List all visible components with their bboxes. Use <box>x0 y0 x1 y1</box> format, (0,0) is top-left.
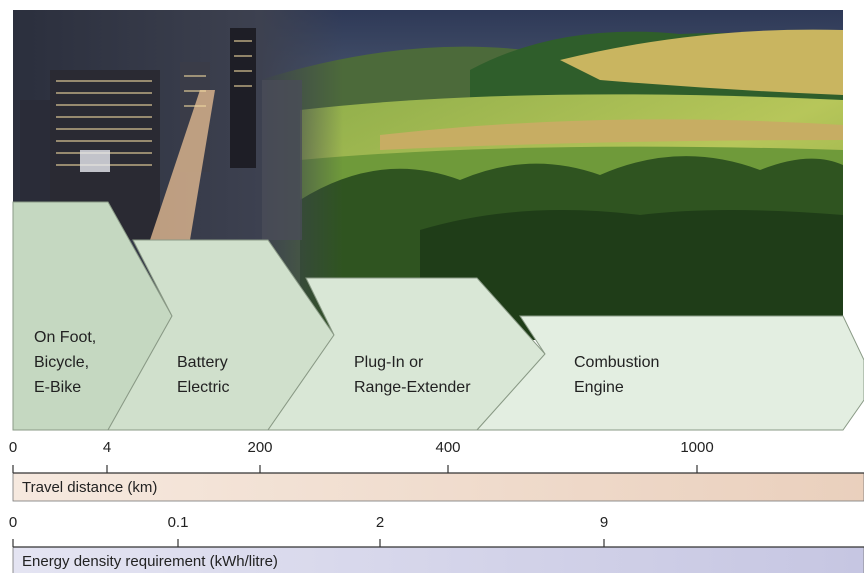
travel-tick-label: 1000 <box>680 439 714 456</box>
stage-label-battery-electric: Battery Electric <box>177 354 230 396</box>
energy-density-label: Energy density requirement (kWh/litre) <box>22 553 278 570</box>
energy-tick-label: 0 <box>8 514 18 531</box>
travel-tick-label: 0 <box>8 439 18 456</box>
travel-distance-bar <box>12 472 864 502</box>
stage-chevron-combustion-engine <box>475 315 864 431</box>
travel-tick-label: 4 <box>102 439 112 456</box>
travel-distance-label: Travel distance (km) <box>22 479 158 496</box>
travel-tick-label: 400 <box>435 439 461 456</box>
stage-label-combustion-engine: Combustion Engine <box>574 354 660 396</box>
stage-label-plug-in-range-extender: Plug-In or Range-Extender <box>354 354 471 396</box>
energy-tick-label: 9 <box>599 514 609 531</box>
energy-tick-label: 2 <box>375 514 385 531</box>
travel-tick-label: 200 <box>247 439 273 456</box>
stage-label-on-foot: On Foot, Bicycle, E-Bike <box>34 329 97 396</box>
energy-tick-label: 0.1 <box>167 514 189 531</box>
